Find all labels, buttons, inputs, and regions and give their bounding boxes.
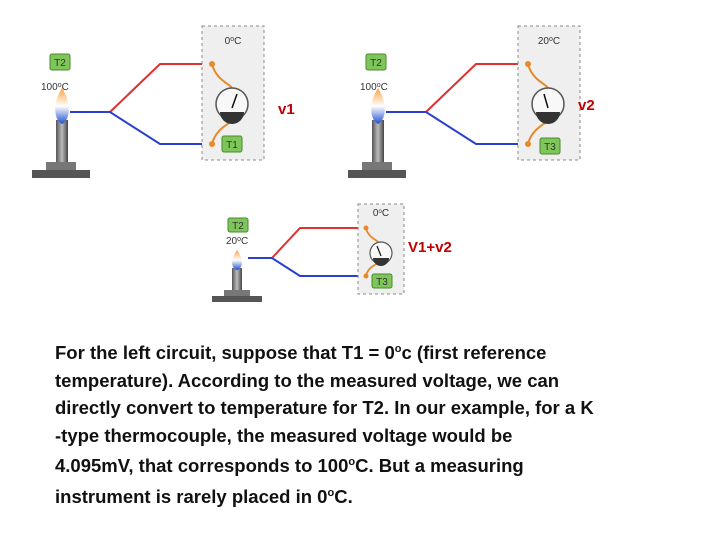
junction-badge-t2-2: [365, 53, 387, 71]
meter-lead-1a: [211, 63, 233, 89]
red-wire-2: [386, 63, 528, 113]
terminal-1a: [209, 61, 215, 67]
blue-wire-2: [386, 111, 528, 145]
flame-1: [55, 88, 69, 124]
caption-line-5: 4.095mV, that corresponds to 100oC. But …: [55, 455, 524, 477]
voltmeter-icon-2: [531, 87, 565, 124]
junction-badge-t1-1: [221, 135, 243, 153]
reference-temp-label-3: 0oC: [373, 208, 389, 219]
hot-junction-label-3: T2: [232, 221, 244, 232]
reference-junction-label-2: T3: [544, 142, 556, 153]
hot-junction-label-1: T2: [54, 58, 66, 69]
reference-junction-label-3: T3: [376, 277, 388, 288]
burner-2: [348, 88, 406, 178]
junction-badge-t3-3: [371, 273, 393, 289]
flame-3: [232, 250, 242, 270]
caption-line-4: -type thermocouple, the measured voltage…: [55, 424, 513, 446]
hot-temp-label-1: 100oC: [41, 82, 69, 94]
caption-line-3: directly convert to temperature for T2. …: [55, 397, 594, 419]
reference-junction-label-1: T1: [226, 140, 238, 151]
reference-temp-label-1: 0oC: [225, 36, 242, 48]
thermocouple-diagram: T2 100oC 0oC T1 v1 T2: [32, 25, 595, 302]
hot-junction-label-2: T2: [370, 58, 382, 69]
flame-2: [371, 88, 385, 124]
burner-1: [32, 88, 90, 178]
circuit-2: T2 100oC 20oC T3 v2: [348, 25, 595, 178]
caption-text: For the left circuit, suppose that T1 = …: [55, 336, 655, 510]
junction-badge-t2-3: [227, 217, 249, 233]
caption-line-6: instrument is rarely placed in 0oC.: [55, 485, 353, 507]
reference-temp-label-2: 20oC: [538, 36, 560, 48]
junction-badge-t3-2: [539, 137, 561, 155]
voltage-label-1: v1: [278, 101, 295, 118]
hot-temp-label-3: 20oC: [226, 236, 248, 248]
meter-lead-2a: [527, 63, 549, 89]
voltmeter-icon-3: [369, 241, 393, 266]
red-wire-1: [70, 63, 212, 113]
voltage-label-3: V1+v2: [408, 239, 452, 256]
red-wire-3: [248, 227, 366, 259]
blue-wire-1: [70, 111, 212, 145]
junction-badge-t2-1: [49, 53, 71, 71]
circuit-1: T2 100oC 0oC T1 v1: [32, 25, 295, 178]
voltage-label-2: v2: [578, 97, 595, 114]
voltmeter-icon-1: [215, 87, 249, 124]
circuit-3: T2 20oC 0oC T3 V1+v2: [212, 203, 452, 302]
caption-line-1: For the left circuit, suppose that T1 = …: [55, 342, 547, 364]
terminal-2a: [525, 61, 531, 67]
hot-temp-label-2: 100oC: [360, 82, 388, 94]
blue-wire-3: [248, 257, 366, 277]
caption-line-2: temperature). According to the measured …: [55, 369, 560, 391]
burner-3: [212, 250, 262, 302]
